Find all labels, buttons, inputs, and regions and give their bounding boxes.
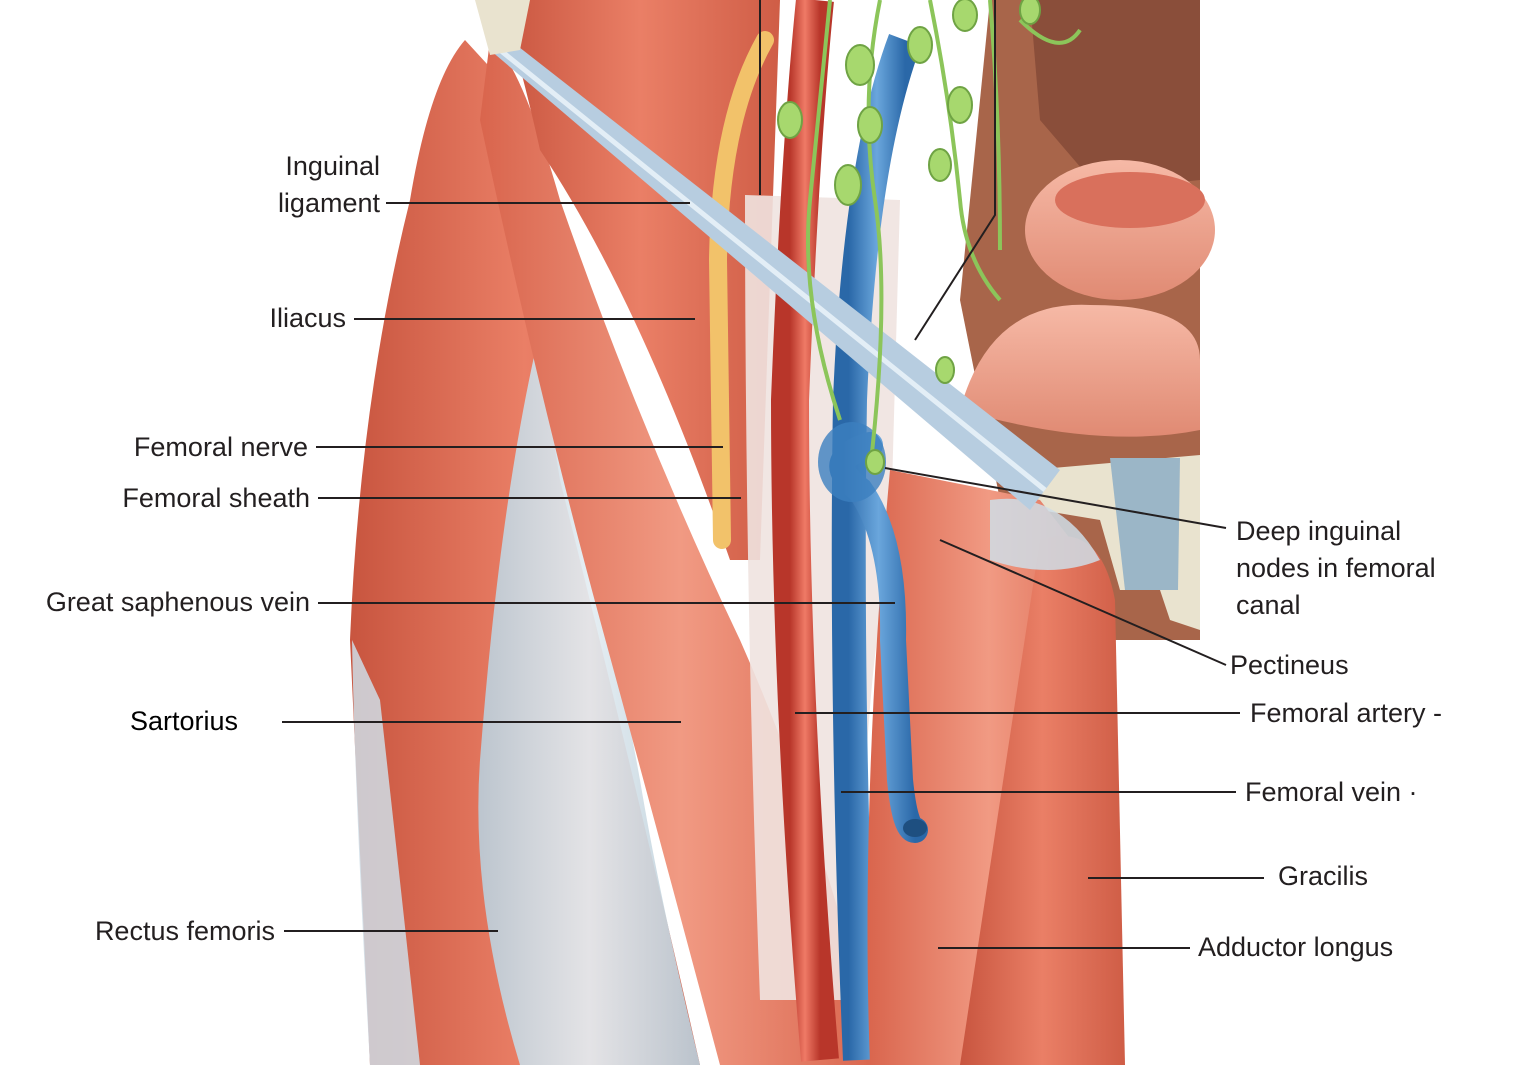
femoral-artery-vessel: [770, 0, 839, 1062]
pubic-symphysis: [1110, 458, 1180, 590]
leader-top-vertical-2: [914, 0, 996, 341]
label-adductor-longus: Adductor longus: [1198, 932, 1394, 962]
label-deep-inguinal-nodes: Deep inguinal nodes in femoral canal: [1236, 516, 1436, 620]
adductor-gracilis-muscle: [960, 536, 1125, 1065]
label-sartorius: Sartorius: [130, 706, 239, 736]
leader-deep-inguinal-nodes: [884, 467, 1227, 529]
adductor-tendon-light: [990, 498, 1100, 570]
label-iliacus: Iliacus: [269, 303, 346, 333]
leader-pectineus: [939, 539, 1227, 666]
label-inguinal-ligament: Inguinal ligament: [277, 151, 380, 218]
inguinal-ligament-highlight: [498, 48, 1047, 492]
lateral-tendon-strip: [352, 640, 420, 1065]
label-gracilis: Gracilis: [1278, 861, 1369, 891]
saphenous-opening: [818, 422, 886, 502]
upper-bowl-rim: [1055, 172, 1205, 228]
label-pectineus: Pectineus: [1230, 650, 1349, 680]
lower-bowl: [960, 304, 1200, 437]
iliacus-muscle: [500, 0, 780, 560]
rectus-tendon-area: [478, 330, 700, 1065]
pelvic-cavity: [1030, 0, 1200, 190]
label-femoral-artery: Femoral artery -: [1250, 698, 1443, 728]
label-femoral-nerve: Femoral nerve: [133, 432, 308, 462]
saphenous-vein-end: [903, 819, 927, 837]
label-femoral-sheath: Femoral sheath: [122, 483, 310, 513]
asis-bone: [475, 0, 530, 55]
label-rectus-femoris: Rectus femoris: [94, 916, 275, 946]
label-femoral-vein: Femoral vein ·: [1245, 777, 1418, 807]
lymph-nodes: [777, 0, 1041, 475]
label-great-saphenous-vein: Great saphenous vein: [45, 587, 310, 617]
